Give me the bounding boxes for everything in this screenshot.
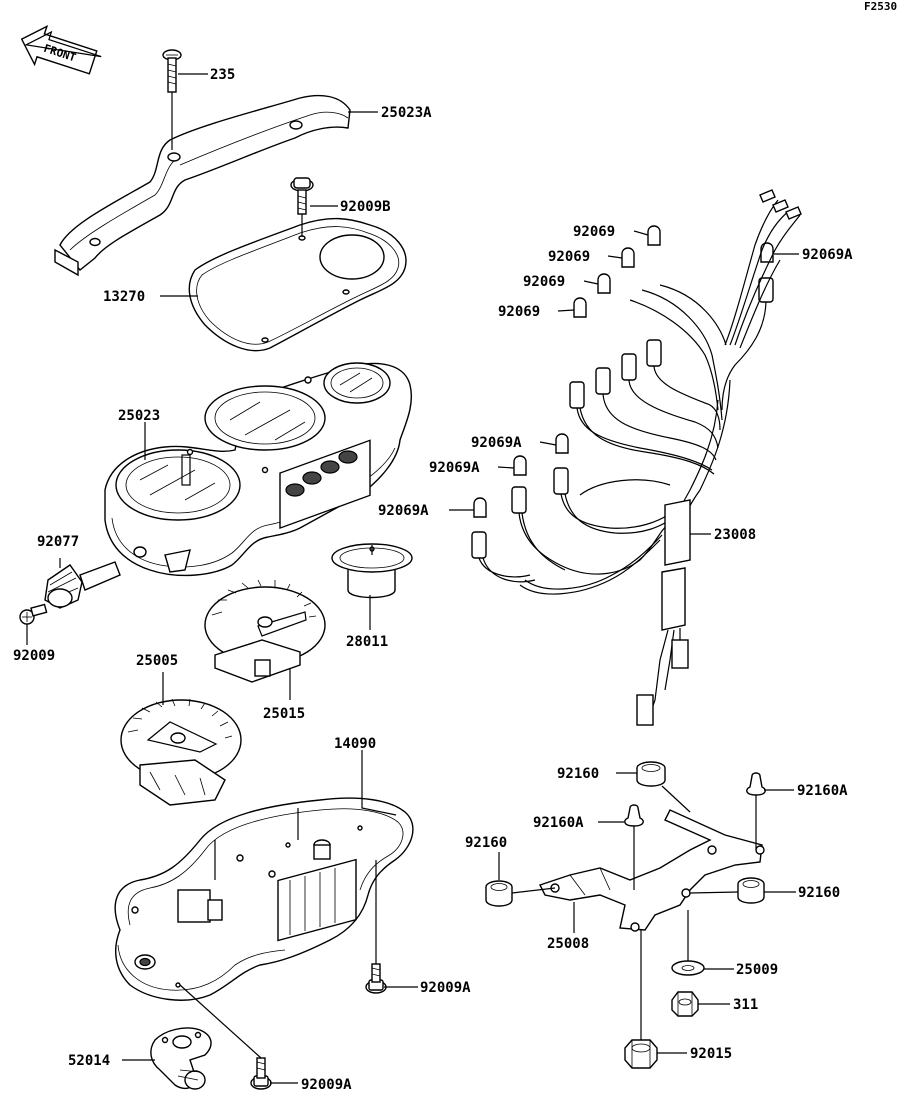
label-25023A: 25023A <box>381 105 432 121</box>
label-92069A-a: 92069A <box>802 247 853 263</box>
label-25015: 25015 <box>263 706 305 722</box>
part-92015-nut <box>624 1039 658 1069</box>
label-92160-a: 92160 <box>557 766 599 782</box>
part-92160A-collar-b <box>746 772 766 796</box>
part-92009A-screw-upper <box>365 963 387 994</box>
part-13270-plate <box>188 217 407 352</box>
part-14090-lower-case <box>114 797 414 1001</box>
part-25023A-bracket <box>54 94 351 277</box>
part-92160-grommet-top <box>636 761 666 787</box>
label-92160-b: 92160 <box>465 835 507 851</box>
label-92069A-c: 92069A <box>429 460 480 476</box>
front-arrow-icon: FRONT <box>20 24 102 75</box>
part-92009B-screw <box>290 177 314 215</box>
part-92160-grommet-left <box>485 880 513 907</box>
label-92015: 92015 <box>690 1046 732 1062</box>
part-92009-screw <box>19 603 48 625</box>
label-23008: 23008 <box>714 527 756 543</box>
label-25005: 25005 <box>136 653 178 669</box>
label-92160-c: 92160 <box>798 885 840 901</box>
label-92009B: 92009B <box>340 199 391 215</box>
label-92009A-b: 92009A <box>301 1077 352 1093</box>
label-13270: 13270 <box>103 289 145 305</box>
label-92069A-d: 92069A <box>378 503 429 519</box>
part-235-screw <box>162 49 182 93</box>
label-92069-a: 92069 <box>573 224 615 240</box>
part-25008-stay <box>539 809 765 932</box>
label-311: 311 <box>733 997 758 1013</box>
label-25009: 25009 <box>736 962 778 978</box>
part-92077-knob <box>44 561 121 609</box>
label-92069A-b: 92069A <box>471 435 522 451</box>
part-52014-gear-housing <box>150 1027 212 1090</box>
label-92069-c: 92069 <box>523 274 565 290</box>
diagram-code: F2530 <box>864 0 897 13</box>
label-235: 235 <box>210 67 235 83</box>
part-25005-speedo-movement <box>120 698 242 806</box>
label-14090: 14090 <box>334 736 376 752</box>
part-25023-meter-case <box>104 362 412 577</box>
part-92160-grommet-right <box>737 877 765 904</box>
part-25015-tach-movement <box>204 579 326 683</box>
part-311-nut <box>671 991 699 1017</box>
label-92009A-a: 92009A <box>420 980 471 996</box>
part-92009A-screw-lower <box>250 1057 272 1090</box>
label-92077: 92077 <box>37 534 79 550</box>
label-92069-d: 92069 <box>498 304 540 320</box>
part-23008-harness <box>471 189 802 726</box>
part-92160A-collar-a <box>624 804 644 827</box>
label-25023: 25023 <box>118 408 160 424</box>
label-92160A-b: 92160A <box>797 783 848 799</box>
label-52014: 52014 <box>68 1053 110 1069</box>
part-25009-washer <box>671 960 705 976</box>
label-25008: 25008 <box>547 936 589 952</box>
leader-lines <box>26 73 799 1084</box>
bulb-icon <box>473 225 774 518</box>
part-labels: 235 25023A 92009B 13270 25023 92077 9200… <box>13 67 853 1093</box>
part-28011-gauge <box>331 543 413 599</box>
label-92160A-a: 92160A <box>533 815 584 831</box>
label-92009: 92009 <box>13 648 55 664</box>
label-28011: 28011 <box>346 634 388 650</box>
label-92069-b: 92069 <box>548 249 590 265</box>
